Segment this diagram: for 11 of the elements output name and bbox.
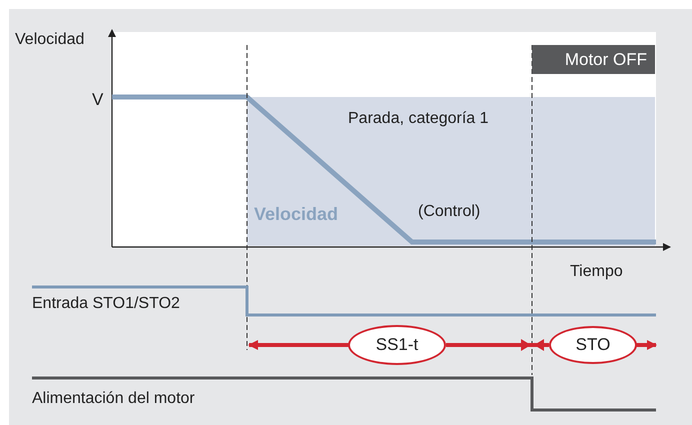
axis-label: Tiempo	[570, 262, 623, 282]
arrow	[446, 343, 549, 347]
region-label: (Control)	[418, 202, 480, 222]
signal-label: Entrada STO1/STO2	[32, 294, 180, 314]
signal-label: Alimentación del motor	[32, 389, 195, 409]
shaded-region	[247, 97, 655, 246]
region-label: Parada, categoría 1	[348, 109, 489, 129]
curve-label: Velocidad	[254, 203, 338, 226]
axis-label: Velocidad	[15, 30, 84, 50]
status-box: Motor OFF	[532, 45, 655, 74]
axis-tick-label: V	[92, 89, 104, 111]
